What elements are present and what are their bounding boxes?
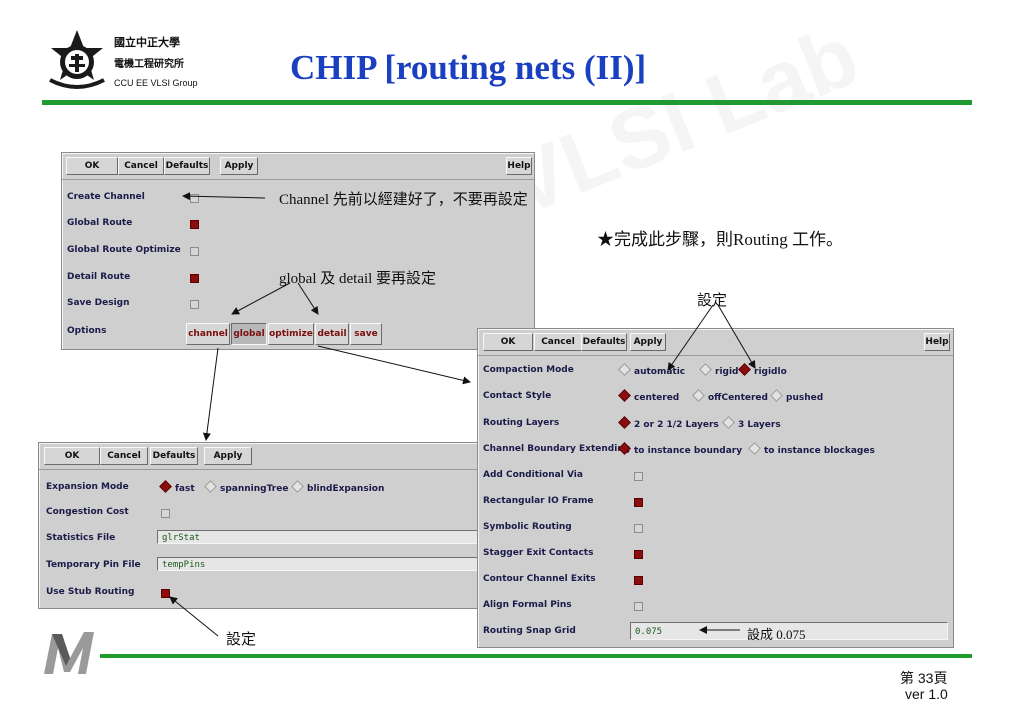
arrow-to-global-button bbox=[231, 282, 291, 315]
instance-blockages-radio[interactable]: to instance blockages bbox=[748, 442, 875, 456]
save-design-checkbox[interactable] bbox=[190, 300, 199, 309]
arrow-detail-to-dialog bbox=[317, 345, 471, 385]
global-dialog-button-bar: OK Cancel Defaults Apply bbox=[39, 443, 509, 470]
optimize-option-button[interactable]: optimize bbox=[268, 323, 314, 345]
page-number: 第 33頁 bbox=[900, 670, 948, 686]
org-name-line3: CCU EE VLSI Group bbox=[114, 78, 198, 88]
fast-radio[interactable]: fast bbox=[159, 480, 195, 494]
contour-channel-exits-label: Contour Channel Exits bbox=[483, 574, 596, 584]
save-design-label: Save Design bbox=[67, 298, 130, 308]
add-conditional-via-checkbox[interactable] bbox=[634, 472, 643, 481]
slide-title: CHIP [routing nets (II)] bbox=[290, 48, 647, 87]
global-cancel-button[interactable]: Cancel bbox=[100, 447, 148, 465]
create-channel-checkbox[interactable] bbox=[190, 194, 199, 203]
detail-apply-button[interactable]: Apply bbox=[630, 333, 666, 351]
route-dialog: OK Cancel Defaults Apply Help Create Cha… bbox=[61, 152, 535, 350]
set-value-note: 設成 0.075 bbox=[747, 627, 806, 642]
channel-option-button[interactable]: channel bbox=[186, 323, 230, 345]
align-formal-pins-label: Align Formal Pins bbox=[483, 600, 572, 610]
global-defaults-button[interactable]: Defaults bbox=[150, 447, 198, 465]
automatic-radio[interactable]: automatic bbox=[618, 363, 685, 377]
arrow-to-create-channel bbox=[182, 192, 266, 201]
stagger-exit-contacts-checkbox[interactable] bbox=[634, 550, 643, 559]
global-route-optimize-checkbox[interactable] bbox=[190, 247, 199, 256]
temporary-pin-file-label: Temporary Pin File bbox=[46, 560, 141, 570]
statistics-file-label: Statistics File bbox=[46, 533, 116, 543]
options-label: Options bbox=[67, 326, 107, 336]
arrow-to-detail-button bbox=[297, 282, 319, 315]
three-layers-radio[interactable]: 3 Layers bbox=[722, 416, 781, 430]
congestion-cost-checkbox[interactable] bbox=[161, 509, 170, 518]
version-label: ver 1.0 bbox=[905, 686, 948, 702]
global-options-dialog: OK Cancel Defaults Apply Expansion Mode … bbox=[38, 442, 510, 609]
blind-expansion-radio[interactable]: blindExpansion bbox=[291, 480, 384, 494]
apply-button[interactable]: Apply bbox=[220, 157, 258, 175]
centered-radio[interactable]: centered bbox=[618, 389, 679, 403]
channel-note: Channel 先前以經建好了，不要再設定 bbox=[279, 192, 528, 208]
stagger-exit-contacts-label: Stagger Exit Contacts bbox=[483, 548, 594, 558]
arrow-to-stub-routing bbox=[169, 596, 219, 637]
routing-layers-label: Routing Layers bbox=[483, 418, 560, 428]
arrow-to-automatic bbox=[667, 304, 714, 371]
save-option-button[interactable]: save bbox=[350, 323, 382, 345]
ok-button[interactable]: OK bbox=[66, 157, 118, 175]
global-apply-button[interactable]: Apply bbox=[204, 447, 252, 465]
rigid-radio[interactable]: rigid bbox=[699, 363, 739, 377]
global-route-checkbox[interactable] bbox=[190, 220, 199, 229]
help-button[interactable]: Help bbox=[506, 157, 532, 175]
congestion-cost-label: Congestion Cost bbox=[46, 507, 129, 517]
rectangular-io-frame-label: Rectangular IO Frame bbox=[483, 496, 594, 506]
global-route-optimize-label: Global Route Optimize bbox=[67, 245, 181, 255]
university-logo bbox=[44, 28, 110, 96]
spanning-tree-radio[interactable]: spanningTree bbox=[204, 480, 288, 494]
detail-defaults-button[interactable]: Defaults bbox=[581, 333, 627, 351]
header-rule bbox=[42, 100, 972, 105]
align-formal-pins-checkbox[interactable] bbox=[634, 602, 643, 611]
routing-snap-grid-label: Routing Snap Grid bbox=[483, 626, 576, 636]
footer-rule bbox=[100, 654, 972, 658]
use-stub-routing-label: Use Stub Routing bbox=[46, 587, 135, 597]
completion-note: ★完成此步驟，則Routing 工作。 bbox=[597, 230, 844, 249]
global-option-button[interactable]: global bbox=[231, 323, 267, 345]
detail-ok-button[interactable]: OK bbox=[483, 333, 533, 351]
compaction-mode-label: Compaction Mode bbox=[483, 365, 574, 375]
two-layers-radio[interactable]: 2 or 2 1/2 Layers bbox=[618, 416, 719, 430]
detail-options-dialog: OK Cancel Defaults Apply Help Compaction… bbox=[477, 328, 954, 648]
instance-boundary-radio[interactable]: to instance boundary bbox=[618, 442, 742, 456]
global-ok-button[interactable]: OK bbox=[44, 447, 100, 465]
detail-route-checkbox[interactable] bbox=[190, 274, 199, 283]
defaults-button[interactable]: Defaults bbox=[164, 157, 210, 175]
expansion-mode-label: Expansion Mode bbox=[46, 482, 129, 492]
contact-style-label: Contact Style bbox=[483, 391, 552, 401]
detail-option-button[interactable]: detail bbox=[315, 323, 349, 345]
detail-route-label: Detail Route bbox=[67, 272, 131, 282]
options-button-group: channel global optimize detail save bbox=[186, 323, 386, 345]
set-label-top: 設定 bbox=[697, 293, 728, 309]
create-channel-label: Create Channel bbox=[67, 192, 145, 202]
routing-snap-grid-input[interactable]: 0.075 bbox=[630, 622, 948, 640]
global-detail-note: global 及 detail 要再設定 bbox=[279, 271, 437, 287]
add-conditional-via-label: Add Conditional Via bbox=[483, 470, 583, 480]
route-dialog-button-bar: OK Cancel Defaults Apply Help bbox=[62, 153, 534, 180]
org-name-line1: 國立中正大學 bbox=[114, 36, 180, 49]
detail-dialog-button-bar: OK Cancel Defaults Apply Help bbox=[478, 329, 953, 356]
vlsi-lab-logo bbox=[40, 630, 98, 676]
rigidlo-radio[interactable]: rigidlo bbox=[738, 363, 787, 377]
org-name-line2: 電機工程研究所 bbox=[114, 59, 184, 70]
rectangular-io-frame-checkbox[interactable] bbox=[634, 498, 643, 507]
symbolic-routing-label: Symbolic Routing bbox=[483, 522, 572, 532]
arrow-global-to-dialog bbox=[202, 347, 219, 441]
use-stub-routing-checkbox[interactable] bbox=[161, 589, 170, 598]
off-centered-radio[interactable]: offCentered bbox=[692, 389, 768, 403]
cancel-button[interactable]: Cancel bbox=[118, 157, 164, 175]
symbolic-routing-checkbox[interactable] bbox=[634, 524, 643, 533]
global-route-label: Global Route bbox=[67, 218, 133, 228]
contour-channel-exits-checkbox[interactable] bbox=[634, 576, 643, 585]
arrow-to-rigidlo bbox=[717, 304, 756, 369]
channel-boundary-label: Channel Boundary Extending bbox=[483, 444, 631, 454]
detail-help-button[interactable]: Help bbox=[924, 333, 950, 351]
pushed-radio[interactable]: pushed bbox=[770, 389, 823, 403]
set-label-bottom: 設定 bbox=[226, 632, 257, 648]
